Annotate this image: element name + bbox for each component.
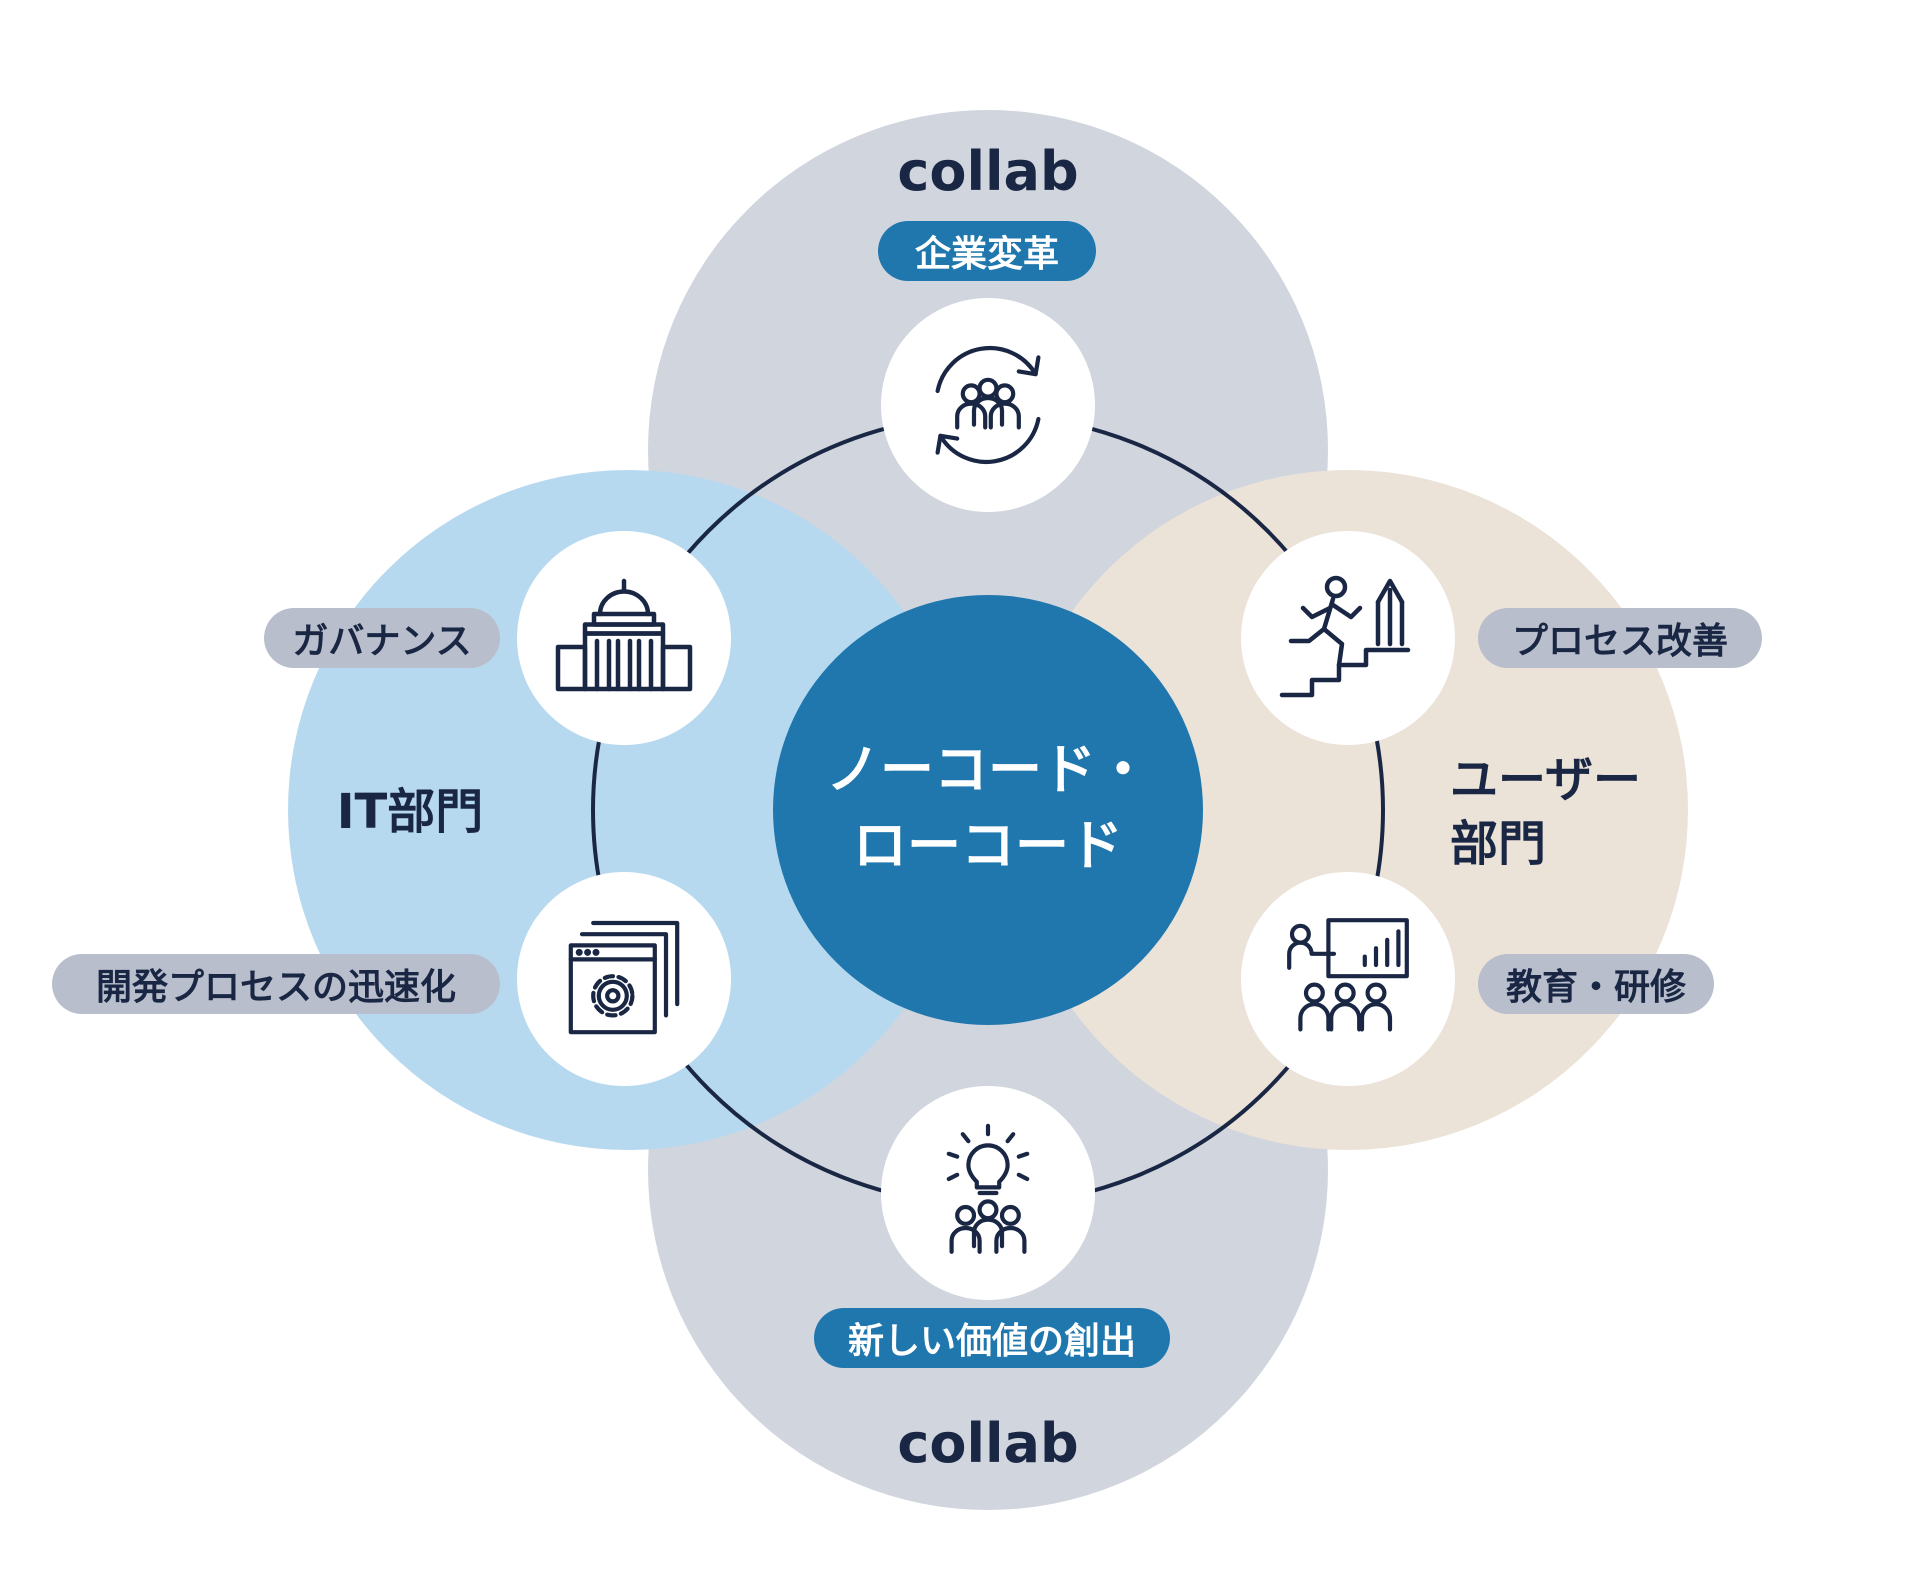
center-label: ノーコード・ ローコード [788,732,1188,884]
idea-team-icon [946,1123,1030,1254]
training-presentation-icon [1287,918,1409,1032]
icon-holder-top [881,298,1095,512]
center-label-line2: ローコード [853,814,1123,877]
government-building-icon [555,578,693,692]
pill-process-improvement: プロセス改善 [1478,608,1762,668]
team-cycle-icon [935,346,1041,464]
pill-dev-process-speed: 開発プロセスの迅速化 [52,954,500,1014]
icon-holder-governance [517,531,731,745]
user-department-line1: ユーザー [1450,752,1642,808]
pill-governance: ガバナンス [264,608,500,668]
center-circle [773,595,1203,1025]
icon-holder-process-improvement [1241,531,1455,745]
it-department-label: IT部門 [336,784,484,840]
stair-climb-icon [1279,575,1411,698]
center-label-line1: ノーコード・ [826,738,1150,801]
pill-education-training: 教育・研修 [1478,954,1714,1014]
icon-holder-education [1241,872,1455,1086]
icon-holder-dev-speed [517,872,731,1086]
collab-top-label: collab [897,140,1079,203]
collab-bottom-label: collab [897,1412,1079,1475]
user-department-line2: 部門 [1450,816,1547,872]
pill-new-value-creation: 新しい価値の創出 [814,1308,1170,1368]
pill-corporate-transformation: 企業変革 [878,221,1096,281]
user-department-label: ユーザー 部門 [1450,748,1670,876]
browser-gear-icon [568,920,680,1035]
icon-holder-bottom [881,1086,1095,1300]
